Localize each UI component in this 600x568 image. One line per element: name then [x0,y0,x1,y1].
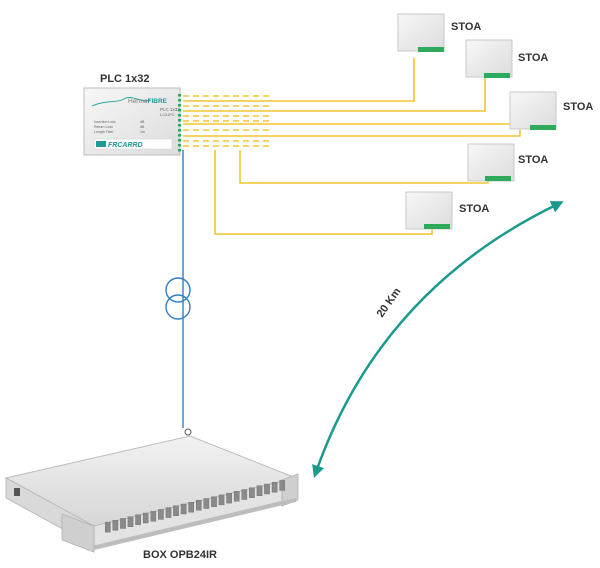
panel-adapter [203,498,210,509]
spec-key: Insertion Loss [94,120,116,124]
panel-adapter [127,516,134,527]
panel-adapter [150,511,157,522]
panel-adapter [180,503,187,515]
panel-adapter [158,509,164,520]
panel-adapter [112,520,119,531]
panel-adapter [188,502,195,513]
panel-adapter [135,514,141,525]
terminal-4: STOA [467,143,548,182]
spec-key: Return Loss [94,125,113,129]
distance-indicator: 20 Km [312,201,564,478]
fiber-coil-top [165,277,191,303]
distance-arrow [312,201,564,478]
panel-adapter [104,521,111,533]
panel-adapter [165,507,172,518]
spec-table: Insertion Loss dB Return Loss dB Length … [94,120,145,134]
drop-fiber-1 [183,58,415,102]
panel-adapter [195,500,202,511]
panel-adapter [120,518,126,529]
terminal-1: STOA [397,13,481,52]
spec-val: dB [140,125,145,129]
plc-splitter: PLC 1x32 HermaFIBRE PLC 1x32 LC/UPC Inse… [83,73,181,156]
model-line: PLC 1x32 [160,107,180,112]
terminal-label: STOA [563,101,593,113]
panel-label: BOX OPB24IR [143,549,217,561]
terminal-2: STOA [465,39,548,78]
feeder-fiber [165,150,192,436]
panel-adapter [142,512,149,524]
terminal-3: STOA [509,91,593,130]
panel-adapter [173,505,179,516]
panel-adapter [241,489,248,500]
drop-fiber-4 [183,130,521,137]
svg-text:HermaFIBRE: HermaFIBRE [128,98,168,105]
spec-val: dB [140,120,145,124]
splitter-ports [178,94,181,152]
panel-adapter-row [104,480,286,533]
maker-logo: FRCARRD [108,142,143,149]
fiber-end [184,428,192,436]
spec-key: Length Fiber [94,130,114,134]
terminal-label: STOA [518,52,548,64]
panel-adapter [226,492,232,504]
drop-fiber-5 [239,150,489,184]
drop-fiber-3 [183,123,541,130]
terminal-label: STOA [451,21,481,33]
distance-label: 20 Km [375,286,404,320]
patch-panel: BOX OPB24IR [4,435,299,561]
panel-adapter [249,487,255,498]
brand-prefix: Herma [128,98,148,105]
terminal-label: STOA [518,154,548,166]
brand-suffix: FIBRE [148,98,168,105]
panel-adapter [211,496,217,507]
splitter-label: PLC 1x32 [100,73,150,85]
panel-adapter [256,485,263,496]
panel-adapter [271,482,278,493]
terminal-label: STOA [459,203,489,215]
panel-adapter [218,494,225,506]
spec-val: 1m [140,130,145,134]
fiber-coil-bottom [165,294,191,320]
drop-fiber-2 [183,76,486,112]
terminal-5: STOA [405,191,489,230]
drop-fiber-6 [214,150,433,235]
panel-adapter [264,483,270,495]
panel-adapter [233,491,240,502]
panel-adapter [279,480,286,491]
fiber-bundle [183,95,272,147]
model-sub: LC/UPC [160,112,175,117]
